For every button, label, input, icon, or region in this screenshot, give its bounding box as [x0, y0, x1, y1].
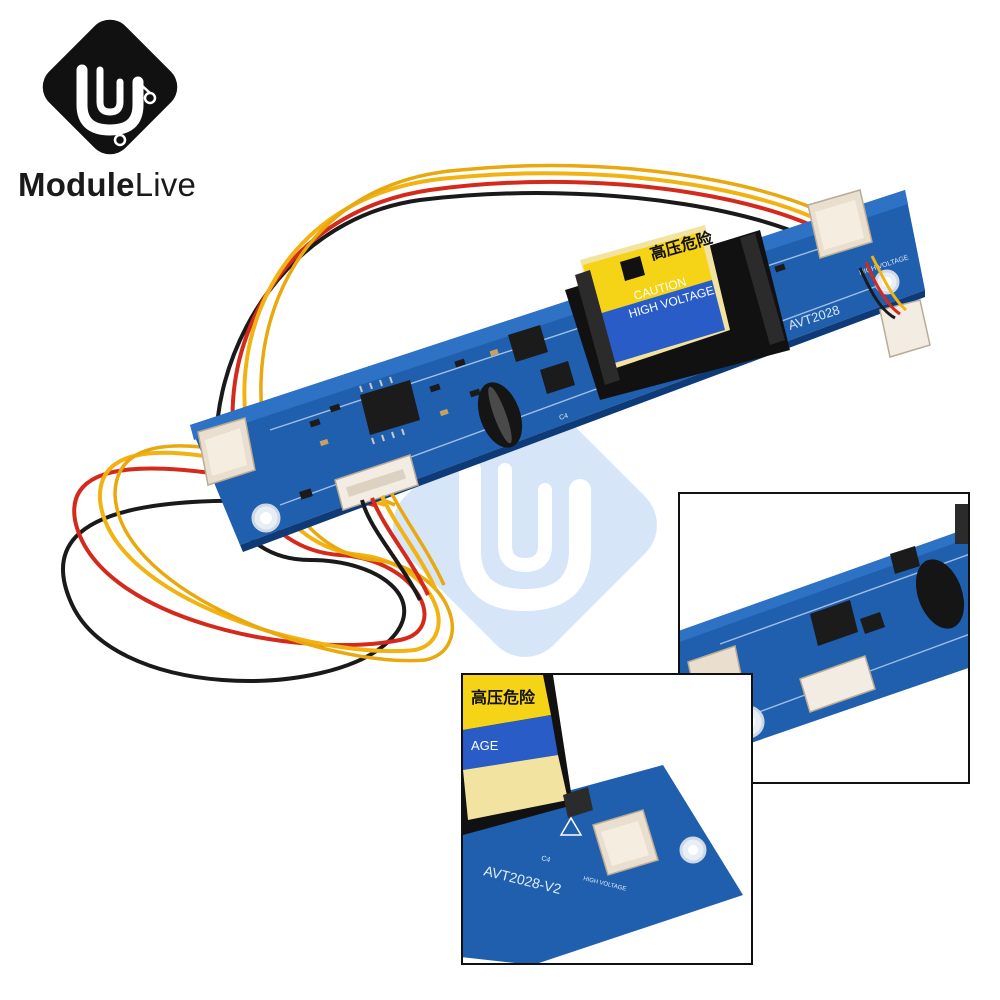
ic-chip [359, 376, 420, 445]
left-lamp-connector [197, 417, 256, 486]
right-lamp-connector [807, 189, 873, 259]
inset-high-voltage: AGE [471, 738, 499, 753]
electrolytic-capacitor [477, 382, 523, 448]
black-wire [61, 191, 862, 683]
board-cap-label: C4 [558, 412, 569, 421]
brand-name-light: Live [134, 166, 197, 203]
red-wire [72, 179, 872, 647]
brand-name: ModuleLive [18, 166, 196, 204]
inset-warning-cn: 高压危险 [471, 688, 536, 707]
brand-name-bold: Module [18, 166, 135, 203]
input-connector [334, 454, 419, 511]
inset-cap-label: C4 [541, 855, 551, 864]
transformer: 高压危险 CAUTION HIGH VOLTAGE [565, 225, 790, 400]
detail-inset-bottom: 高压危险 AGE AVT2028-V2 HIGH VOLTAGE C4 [461, 673, 753, 965]
